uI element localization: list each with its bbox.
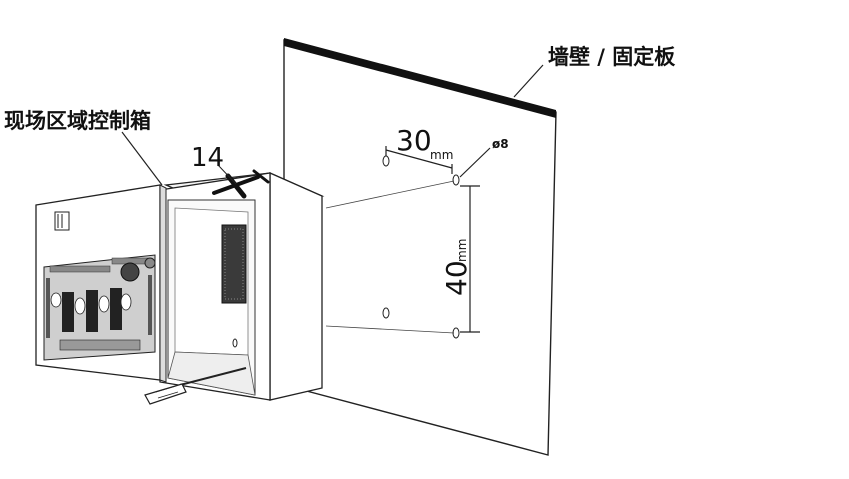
horizontal-spacing-value: 30 xyxy=(396,124,432,157)
horizontal-spacing-unit: mm xyxy=(430,148,453,162)
screw-size-label: 14 xyxy=(191,143,224,173)
wall-label-group: 墙壁 / 固定板 xyxy=(513,45,676,98)
terminal-module xyxy=(221,224,247,304)
dimension-vertical: 40 mm xyxy=(440,185,480,333)
dimension-horizontal: 30 mm xyxy=(385,124,453,174)
pcb-chip xyxy=(110,288,122,330)
control-box xyxy=(159,172,325,401)
vertical-spacing-value: 40 xyxy=(440,260,473,296)
projection-lines xyxy=(325,180,455,334)
wall-hole-top-left xyxy=(382,155,390,167)
mounting-screw: 14 xyxy=(191,143,270,199)
pcb-chip xyxy=(62,292,74,332)
box-door xyxy=(35,184,167,383)
pcb-chip xyxy=(86,290,98,332)
vertical-spacing-unit: mm xyxy=(455,239,469,262)
hole-diameter-label: ø8 xyxy=(492,137,509,151)
hole-diameter-annotation: ø8 xyxy=(459,137,509,178)
control-box-label: 现场区域控制箱 xyxy=(4,109,151,133)
pcb-buzzer xyxy=(120,262,140,282)
box-label-group: 现场区域控制箱 xyxy=(4,109,163,186)
wall-label: 墙壁 / 固定板 xyxy=(548,45,676,69)
screwdriver xyxy=(144,367,247,405)
wall-hole-top-right xyxy=(452,174,460,186)
wall-plate xyxy=(283,38,557,456)
wall-hole-bottom-left xyxy=(382,307,390,319)
